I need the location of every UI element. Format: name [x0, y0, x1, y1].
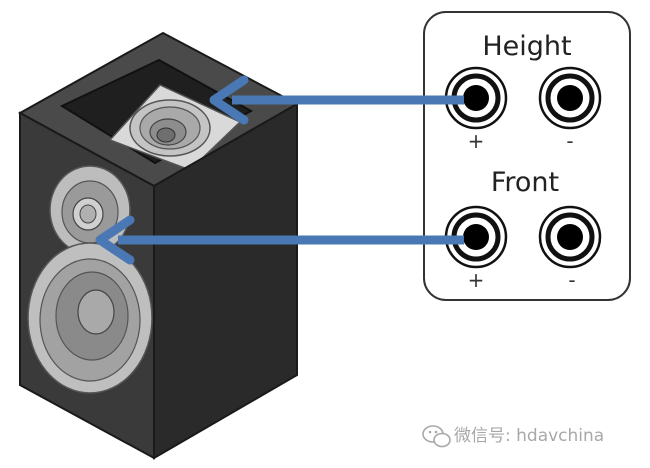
front-minus-jack — [538, 205, 602, 269]
front-plus-label: + — [468, 268, 485, 292]
speaker-cabinet — [17, 31, 300, 460]
height-plus-label: + — [468, 129, 485, 153]
watermark: 微信号: hdavchina — [422, 425, 604, 448]
height-driver — [108, 84, 242, 171]
height-group-label: Height — [482, 31, 571, 62]
front-group-label: Front — [491, 167, 559, 198]
height-plus-jack — [444, 66, 508, 130]
woofer — [27, 242, 153, 394]
cabinet-side-face — [153, 102, 298, 460]
watermark-text: 微信号: hdavchina — [454, 426, 604, 446]
front-connection-arrow — [95, 215, 464, 265]
terminal-panel: Height + - Front + - — [423, 11, 631, 301]
front-minus-label: - — [568, 268, 575, 292]
height-connection-arrow — [209, 75, 464, 125]
front-plus-jack — [444, 205, 508, 269]
height-minus-jack — [538, 66, 602, 130]
height-minus-label: - — [566, 129, 573, 153]
wechat-icon — [422, 425, 451, 448]
